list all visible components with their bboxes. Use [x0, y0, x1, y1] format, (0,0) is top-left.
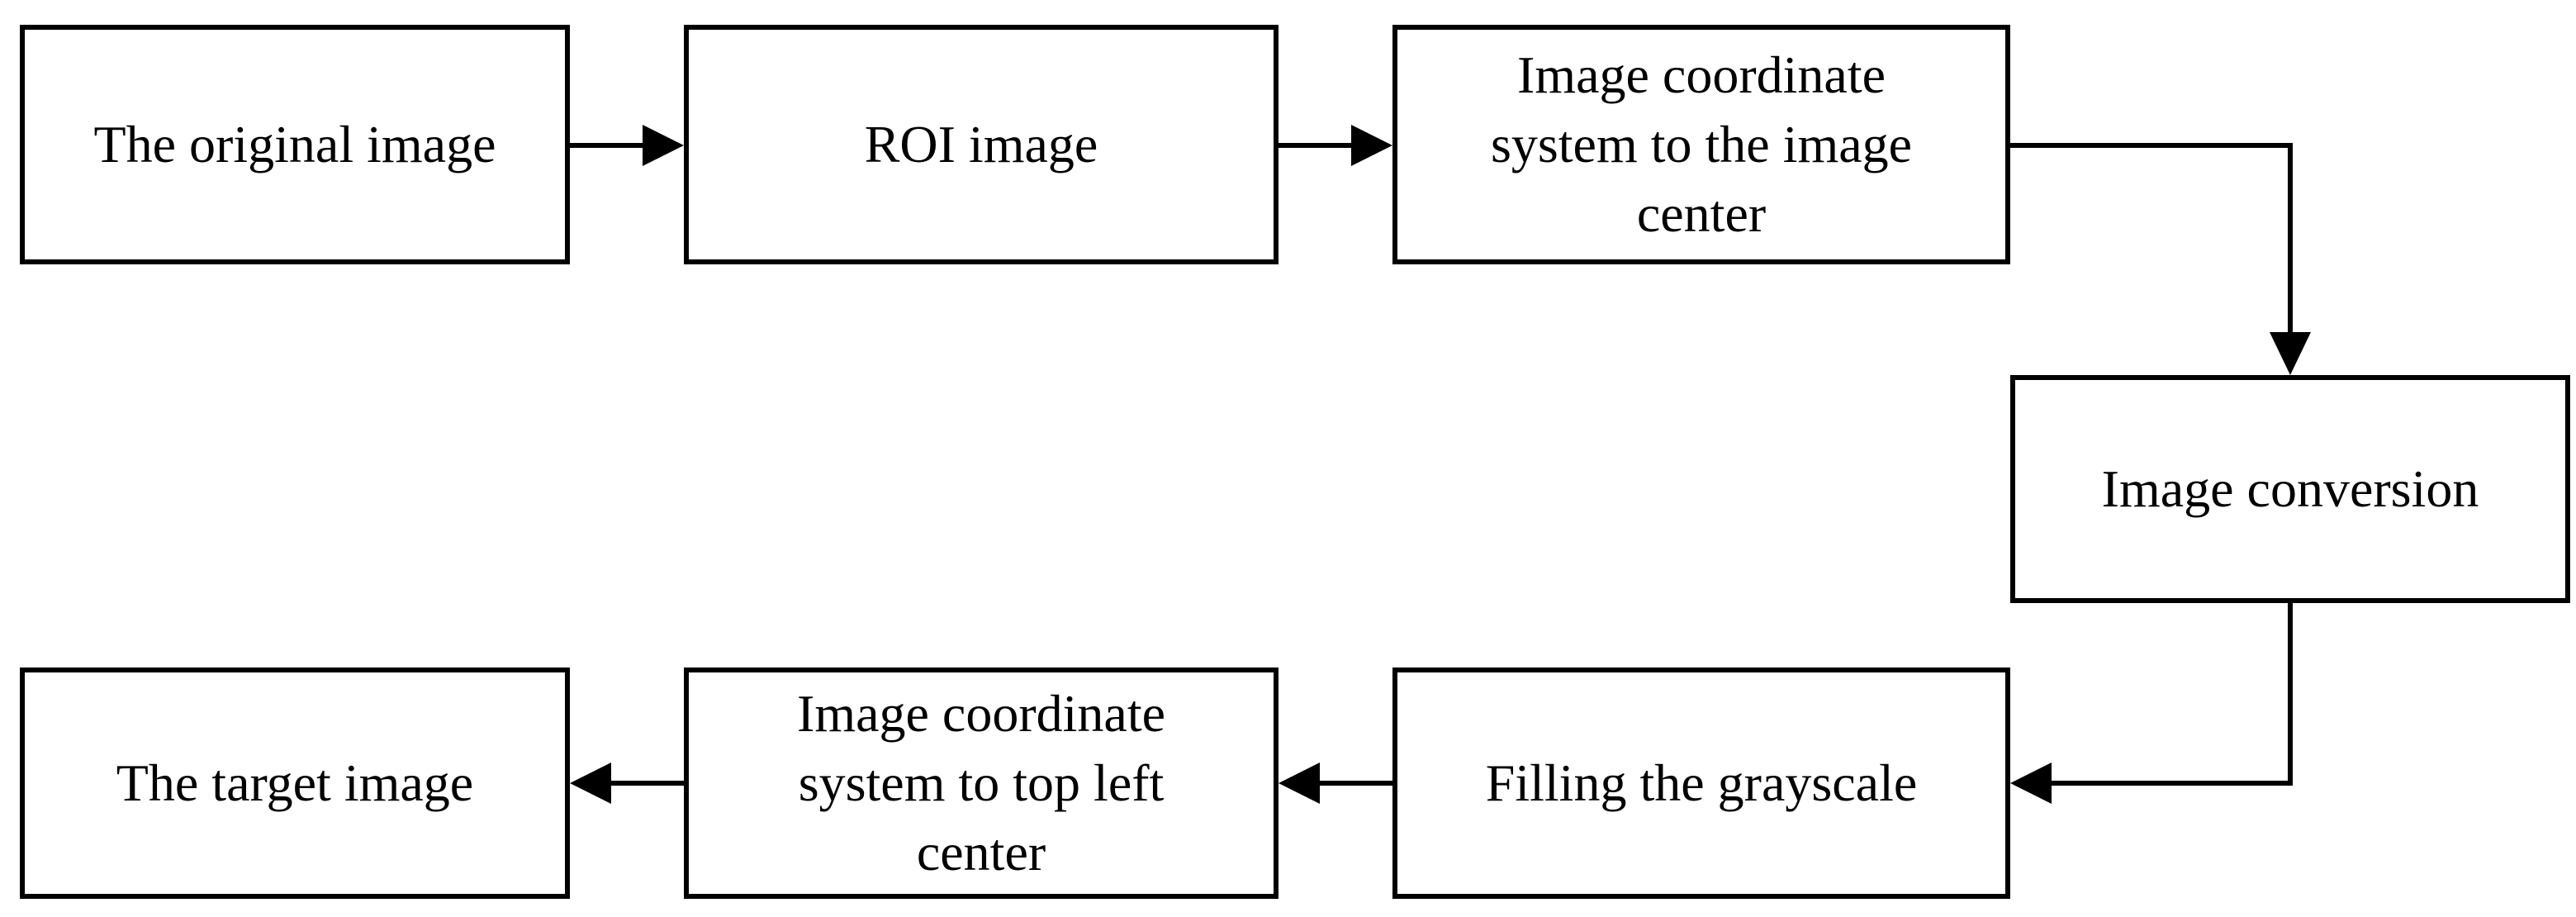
- node-filling-grayscale-label: Filling the grayscale: [1485, 753, 1918, 812]
- edge-conversion-to-fill: [2050, 603, 2293, 786]
- node-roi-image: ROI image: [684, 25, 1279, 264]
- node-target-image-label: The target image: [116, 753, 474, 812]
- node-filling-grayscale: Filling the grayscale: [1392, 668, 2010, 899]
- node-roi-image-label: ROI image: [864, 115, 1098, 173]
- node-coordinate-to-center: Image coordinate system to the image cen…: [1392, 25, 2010, 264]
- arrowhead-to-top-left: [1279, 763, 1320, 804]
- node-coordinate-to-top-left: Image coordinate system to top left cent…: [684, 668, 1279, 899]
- edge-center-to-conversion: [2010, 143, 2293, 332]
- node-original-image: The original image: [20, 25, 570, 264]
- node-target-image: The target image: [20, 668, 570, 899]
- node-coordinate-to-top-left-label: Image coordinate system to top left cent…: [797, 684, 1165, 881]
- arrowhead-conversion: [2270, 332, 2311, 375]
- node-coordinate-to-center-label: Image coordinate system to the image cen…: [1490, 45, 1913, 243]
- arrowhead-to-center: [1351, 125, 1392, 166]
- arrowhead-fill: [2010, 763, 2052, 804]
- node-image-conversion: Image conversion: [2010, 375, 2570, 603]
- arrowhead-target: [570, 763, 611, 804]
- node-image-conversion-label: Image conversion: [2101, 459, 2479, 518]
- arrowhead-roi: [643, 125, 684, 166]
- node-original-image-label: The original image: [93, 115, 496, 173]
